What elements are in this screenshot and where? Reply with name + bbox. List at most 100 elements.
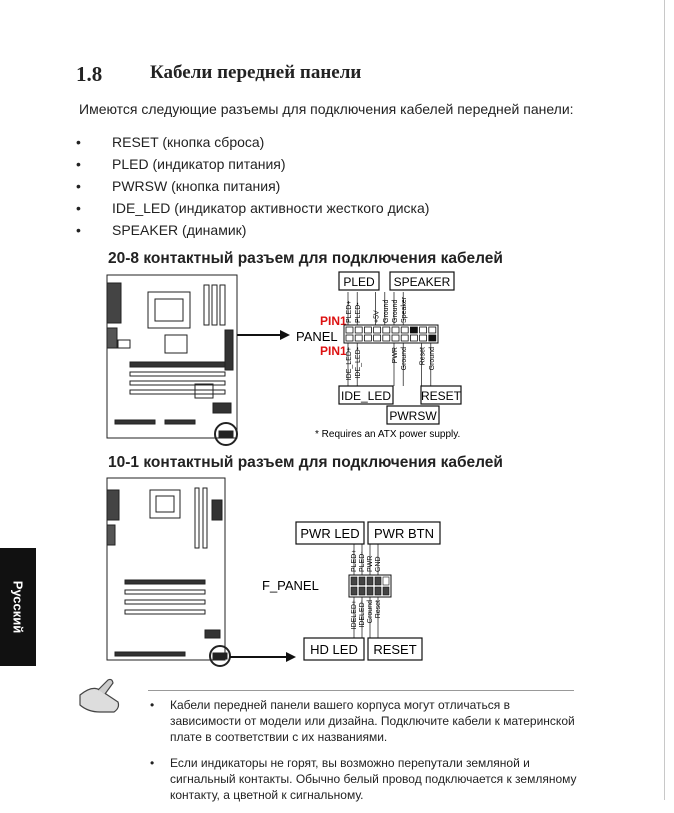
header-pin xyxy=(345,326,354,334)
pin-label: PLED+ xyxy=(351,550,358,572)
pin-label: Reset xyxy=(375,600,382,618)
svg-text:PWR LED: PWR LED xyxy=(300,526,359,541)
footnote: * Requires an ATX power supply. xyxy=(315,429,460,440)
svg-text:RESET: RESET xyxy=(421,389,462,403)
note-hand-icon xyxy=(79,678,120,713)
pin-label: Ground xyxy=(383,300,390,323)
header-pin xyxy=(391,334,400,342)
header-pin xyxy=(400,326,409,334)
note-divider xyxy=(148,690,574,691)
speaker-box xyxy=(389,271,455,291)
pin-label: PLED+ xyxy=(346,301,353,323)
pin-label: IDE_LED+ xyxy=(346,347,353,380)
pin-label: IDE_LED- xyxy=(355,346,362,378)
diagram2-heading: 10-1 контактный разъем для подключения к… xyxy=(108,454,503,471)
header-pin xyxy=(382,334,391,342)
panel-label: PANEL xyxy=(296,329,338,344)
intro-text: Имеются следующие разъемы для подключени… xyxy=(79,101,574,117)
header-pin xyxy=(363,326,372,334)
pin-label: Reset xyxy=(420,347,427,365)
pwrsw-box xyxy=(386,405,440,425)
pin-header-2 xyxy=(348,574,392,598)
note-item: Если индикаторы не горят, вы возможно пе… xyxy=(148,755,578,803)
pin-label: +5V xyxy=(374,310,381,323)
diagram1-heading: 20-8 контактный разъем для подключения к… xyxy=(108,250,503,267)
header-pin xyxy=(358,576,366,586)
pled-box xyxy=(338,271,380,291)
ide-led-box xyxy=(338,385,394,405)
language-label: Русский xyxy=(10,580,26,634)
page-edge-line xyxy=(664,0,665,800)
pin-label: IDELED+ xyxy=(351,600,358,629)
pin-header-1 xyxy=(343,324,439,344)
header-pin xyxy=(428,326,437,334)
note-item: Кабели передней панели вашего корпуса мо… xyxy=(148,697,578,745)
header-pin xyxy=(419,326,428,334)
f-panel-label: F_PANEL xyxy=(262,578,319,593)
pin-label: Ground xyxy=(367,600,374,623)
svg-text:RESET: RESET xyxy=(373,642,416,657)
header-pin xyxy=(373,326,382,334)
list-item: RESET (кнопка сброса) xyxy=(76,133,429,155)
header-pin xyxy=(428,334,437,342)
header-pin xyxy=(374,586,382,596)
pin1-bottom-label: PIN1 xyxy=(320,344,347,358)
pin-label: Speaker xyxy=(401,296,408,323)
pin-label: IDELED- xyxy=(359,599,366,627)
header-pin xyxy=(382,586,390,596)
svg-text:PLED: PLED xyxy=(343,275,375,289)
header-pin xyxy=(400,334,409,342)
reset-box-2 xyxy=(367,637,423,661)
svg-text:PWRSW: PWRSW xyxy=(389,409,437,423)
svg-text:IDE_LED: IDE_LED xyxy=(341,389,391,403)
header-pin xyxy=(409,326,418,334)
header-pin xyxy=(366,586,374,596)
motherboard-2 xyxy=(106,477,231,667)
header-pin xyxy=(350,586,358,596)
pin-label: GND xyxy=(375,556,382,572)
list-item: IDE_LED (индикатор активности жесткого д… xyxy=(76,199,429,221)
header-pin xyxy=(350,576,358,586)
header-pin xyxy=(382,326,391,334)
svg-text:SPEAKER: SPEAKER xyxy=(394,275,451,289)
pin-label: PWR xyxy=(392,347,399,363)
list-item: PWRSW (кнопка питания) xyxy=(76,177,429,199)
svg-text:PWR BTN: PWR BTN xyxy=(374,526,434,541)
pin1-top-label: PIN1 xyxy=(320,314,347,328)
section-title: Кабели передней панели xyxy=(150,62,362,83)
header-pin xyxy=(363,334,372,342)
header-pin xyxy=(391,326,400,334)
reset-box xyxy=(420,385,462,405)
header-pin xyxy=(345,334,354,342)
motherboard-1 xyxy=(106,274,238,446)
list-item: SPEAKER (динамик) xyxy=(76,221,429,243)
pwr-led-box xyxy=(295,521,365,545)
hd-led-box xyxy=(303,637,365,661)
pin-label: PLED- xyxy=(359,551,366,572)
header-pin xyxy=(374,576,382,586)
header-pin xyxy=(409,334,418,342)
pin-label: PWR xyxy=(367,556,374,572)
header-pin xyxy=(366,576,374,586)
connector-list: RESET (кнопка сброса) PLED (индикатор пи… xyxy=(76,133,429,243)
list-item: PLED (индикатор питания) xyxy=(76,155,429,177)
header-pin xyxy=(354,326,363,334)
header-pin xyxy=(358,586,366,596)
header-pin xyxy=(373,334,382,342)
pwr-btn-box xyxy=(367,521,441,545)
pin-label: Ground xyxy=(392,300,399,323)
pin-label: Ground xyxy=(429,347,436,370)
header-pin xyxy=(354,334,363,342)
section-number: 1.8 xyxy=(76,62,103,86)
header-pin xyxy=(419,334,428,342)
svg-text:HD LED: HD LED xyxy=(310,642,358,657)
pin-label: Ground xyxy=(401,347,408,370)
pin-label: PLED- xyxy=(355,302,362,323)
notes-list: Кабели передней панели вашего корпуса мо… xyxy=(148,697,578,813)
